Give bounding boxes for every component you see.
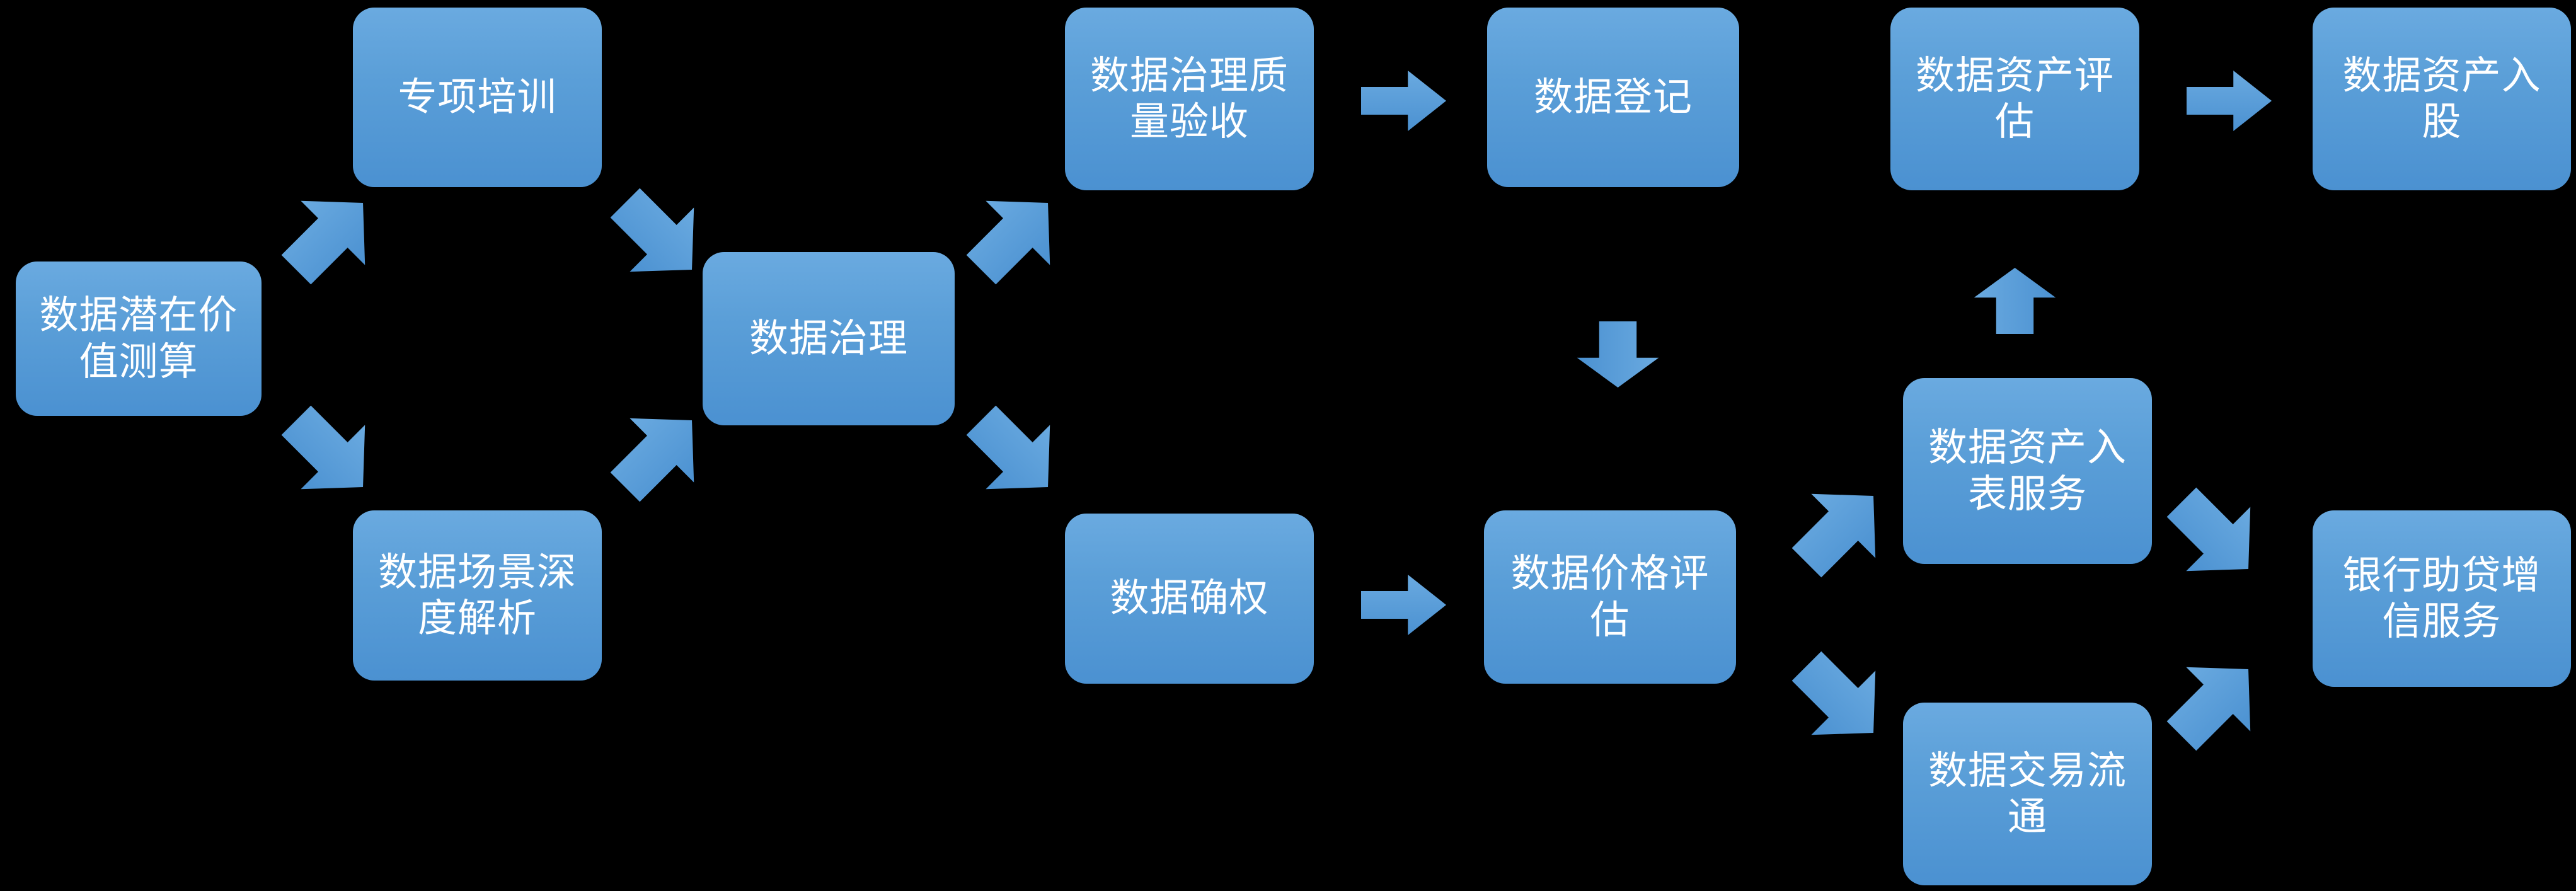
process-node-n6[interactable]: 数据登记 xyxy=(1487,8,1739,187)
flow-arrow-up-right-icon xyxy=(1773,463,1907,596)
process-node-n4[interactable]: 数据治理 xyxy=(703,252,955,425)
process-node-label: 数据资产入表服务 xyxy=(1928,426,2127,516)
flow-arrow-up-right-icon xyxy=(592,387,725,520)
flow-arrow-up-right-icon xyxy=(2148,636,2282,769)
process-node-n8[interactable]: 数据资产入股 xyxy=(2313,8,2571,190)
flow-arrow-right-icon xyxy=(1361,573,1446,636)
flow-arrow-up-right-icon xyxy=(263,170,396,303)
flow-arrow-right-icon xyxy=(2187,69,2272,132)
flow-arrow-right-icon xyxy=(1361,69,1446,132)
flow-arrow-down-right-icon xyxy=(1773,633,1907,766)
process-node-label: 数据潜在价值测算 xyxy=(39,294,238,384)
flow-arrow-down-right-icon xyxy=(948,387,1081,520)
process-node-n11[interactable]: 数据资产入表服务 xyxy=(1903,378,2152,564)
process-node-label: 数据资产入股 xyxy=(2342,54,2541,144)
process-node-n10[interactable]: 数据价格评估 xyxy=(1484,510,1736,684)
process-node-n7[interactable]: 数据资产评估 xyxy=(1890,8,2139,190)
process-node-n9[interactable]: 数据确权 xyxy=(1065,514,1314,684)
process-node-n1[interactable]: 数据潜在价值测算 xyxy=(16,262,262,416)
flow-arrow-down-right-icon xyxy=(2148,469,2282,602)
process-node-label: 数据资产评估 xyxy=(1915,54,2114,144)
process-node-label: 数据交易流通 xyxy=(1928,749,2127,839)
process-node-label: 数据确权 xyxy=(1110,577,1269,621)
process-node-n3[interactable]: 数据场景深度解析 xyxy=(353,510,602,681)
process-node-label: 银行助贷增信服务 xyxy=(2342,553,2541,643)
process-node-n2[interactable]: 专项培训 xyxy=(353,8,602,187)
process-node-label: 数据登记 xyxy=(1533,75,1693,119)
flow-arrow-up-right-icon xyxy=(948,170,1081,303)
process-node-n12[interactable]: 数据交易流通 xyxy=(1903,703,2152,885)
flow-arrow-up-icon xyxy=(1972,268,2057,334)
process-node-label: 数据场景深度解析 xyxy=(377,550,577,640)
process-node-n13[interactable]: 银行助贷增信服务 xyxy=(2313,510,2571,687)
process-node-label: 数据治理质量验收 xyxy=(1090,54,1289,144)
process-node-label: 数据价格评估 xyxy=(1510,552,1710,642)
process-node-label: 专项培训 xyxy=(398,75,557,119)
flow-arrow-down-right-icon xyxy=(263,387,396,520)
flow-arrow-down-right-icon xyxy=(592,170,725,303)
process-node-label: 数据治理 xyxy=(749,316,908,360)
process-node-n5[interactable]: 数据治理质量验收 xyxy=(1065,8,1314,190)
flow-arrow-down-icon xyxy=(1575,321,1660,388)
